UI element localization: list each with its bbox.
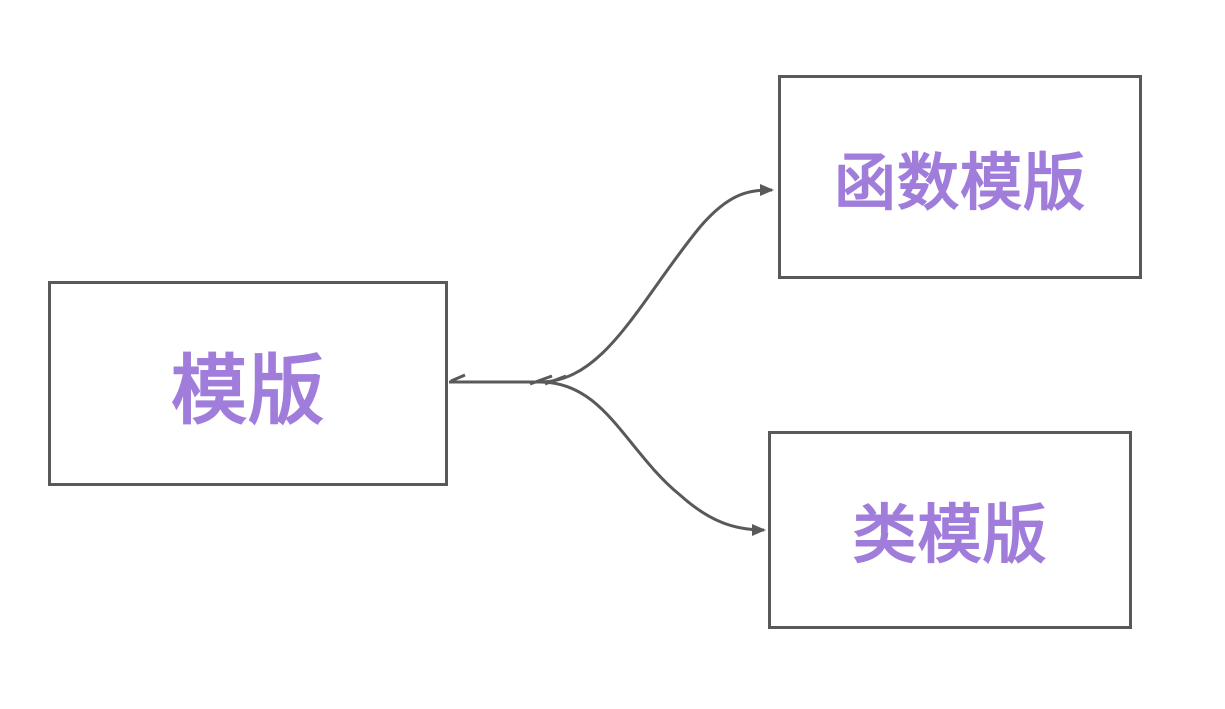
connector-to-class-template <box>539 380 766 536</box>
node-template: 模版 <box>48 281 448 486</box>
node-template-label: 模版 <box>171 345 325 435</box>
node-function-template-label: 函数模版 <box>833 146 1086 219</box>
node-function-template: 函数模版 <box>778 75 1142 279</box>
connector-start-tick <box>450 373 466 383</box>
connector-to-func-template <box>539 184 774 384</box>
node-class-template-label: 类模版 <box>852 499 1048 573</box>
node-class-template: 类模版 <box>768 431 1132 629</box>
